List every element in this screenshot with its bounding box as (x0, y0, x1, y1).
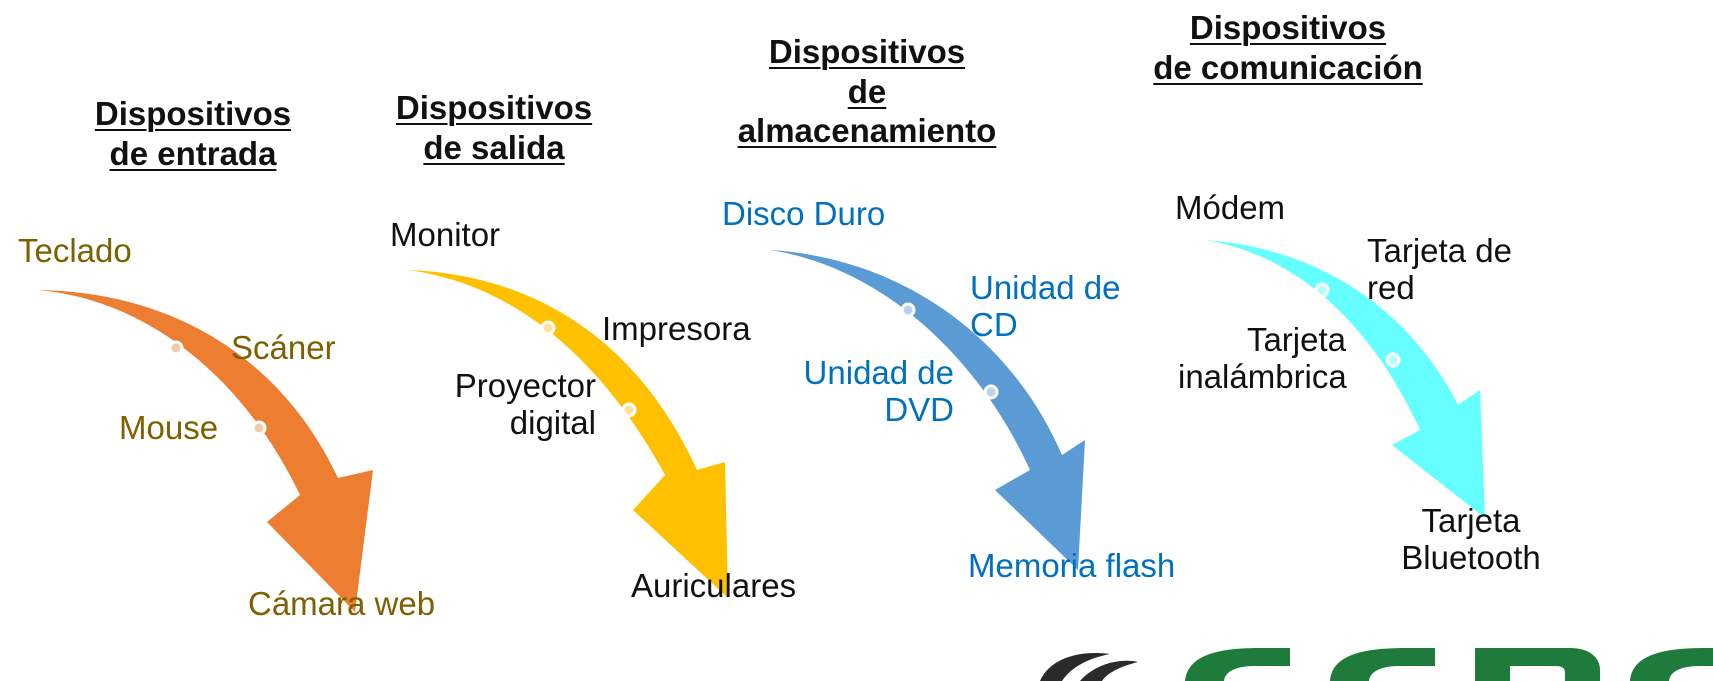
item-line: digital (509, 403, 596, 441)
item-line: Unidad de (803, 354, 954, 391)
curved-arrow-almacenamiento (770, 250, 1085, 570)
item-camara-web: Cámara web (248, 585, 436, 623)
item-auriculares: Auriculares (631, 567, 797, 605)
item-teclado: Teclado (18, 232, 132, 270)
item-unidad-cd: Unidad de CD (970, 269, 1121, 344)
item-line: Impresora (602, 310, 751, 347)
title-line: de entrada (109, 134, 277, 172)
item-monitor: Monitor (390, 216, 501, 254)
item-mouse: Mouse (119, 409, 219, 447)
title-line: Dispositivos (395, 89, 593, 126)
item-line: DVD (884, 390, 954, 428)
item-line: Proyector (454, 367, 596, 404)
title-line: Dispositivos (768, 33, 966, 70)
arrow-dot (621, 402, 637, 418)
arrow-dot (1385, 352, 1401, 368)
arrow-dot (900, 302, 916, 318)
arrow-dot (983, 384, 999, 400)
curved-arrow-comunicacion (1205, 240, 1485, 518)
item-line: Cámara web (248, 585, 436, 622)
arrow-dot (168, 340, 184, 356)
arrow-entrada (38, 290, 373, 612)
item-scaner: Scáner (231, 329, 336, 367)
title-line: de comunicación (1153, 48, 1423, 86)
item-line: Tarjeta (1421, 502, 1521, 539)
title-comunicacion: Dispositivos de comunicación (1138, 8, 1438, 87)
item-line: Tarjeta (1246, 321, 1346, 358)
title-line: almacenamiento (737, 112, 997, 150)
arrow-almacenamiento (770, 250, 1085, 570)
item-line: Bluetooth (1401, 538, 1541, 576)
title-salida: Dispositivos de salida (383, 88, 605, 167)
item-line: Scáner (231, 329, 336, 366)
item-line: Disco Duro (722, 195, 886, 232)
item-line: CD (970, 305, 1018, 343)
item-line: red (1367, 268, 1415, 306)
item-proyector-digital: Proyector digital (440, 367, 596, 442)
curved-arrow-entrada (38, 290, 373, 612)
title-entrada: Dispositivos de entrada (83, 94, 303, 173)
item-line: Módem (1175, 189, 1286, 226)
item-line: Teclado (18, 232, 132, 269)
logo-graphic (1040, 648, 1713, 681)
arrow-dot (540, 320, 556, 336)
item-memoria-flash: Memoria flash (968, 547, 1176, 585)
arrow-dot (1314, 282, 1330, 298)
item-tarjeta-red: Tarjeta de red (1367, 232, 1512, 307)
item-line: Auriculares (631, 567, 797, 604)
logo (1010, 648, 1713, 681)
arrow-comunicacion (1205, 240, 1485, 518)
item-tarjeta-bluetooth: Tarjeta Bluetooth (1392, 502, 1550, 577)
title-line: de (847, 72, 887, 110)
title-almacenamiento: Dispositivos de almacenamiento (722, 32, 1012, 151)
arrow-dot (251, 420, 267, 436)
item-line: Tarjeta de (1367, 232, 1512, 269)
item-modem: Módem (1175, 189, 1286, 227)
arrow-salida (408, 270, 728, 598)
title-line: de salida (423, 128, 565, 166)
title-line: Dispositivos (1189, 9, 1387, 46)
item-line: Unidad de (970, 269, 1121, 306)
item-impresora: Impresora (602, 310, 751, 348)
item-line: Mouse (119, 409, 219, 446)
item-line: Memoria flash (968, 547, 1176, 584)
title-line: Dispositivos (94, 95, 292, 132)
item-disco-duro: Disco Duro (722, 195, 886, 233)
curved-arrow-salida (408, 270, 728, 598)
item-line: Monitor (390, 216, 501, 253)
item-unidad-dvd: Unidad de DVD (786, 354, 954, 429)
item-tarjeta-inalambrica: Tarjeta inalámbrica (1178, 321, 1347, 396)
item-line: inalámbrica (1178, 357, 1347, 395)
